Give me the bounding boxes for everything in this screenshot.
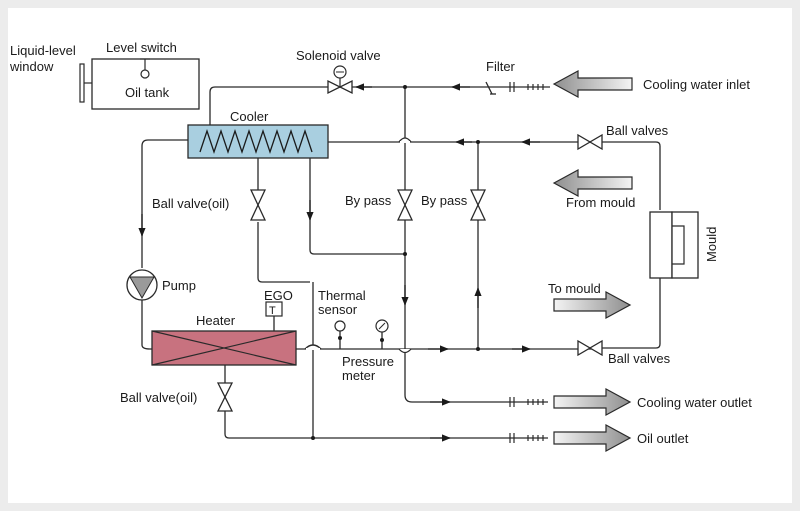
- thermal-sensor-label-2: sensor: [318, 302, 358, 317]
- ball-valve-oil-lower-label: Ball valve(oil): [120, 390, 197, 405]
- by-pass-left-label: By pass: [345, 193, 392, 208]
- oil-outlet-arrow: [553, 423, 632, 453]
- cooling-water-inlet-label: Cooling water inlet: [643, 77, 750, 92]
- pump-label: Pump: [162, 278, 196, 293]
- cooling-water-outlet-arrow: [553, 387, 632, 417]
- ball-valve-oil-lower-icon: [216, 382, 234, 412]
- cooling-water-outlet-label: Cooling water outlet: [637, 395, 752, 410]
- to-mould-arrow: [553, 290, 632, 320]
- pressure-meter-label-2: meter: [342, 368, 376, 383]
- pipe-crossings: [304, 137, 412, 354]
- filter-label: Filter: [486, 59, 516, 74]
- pressure-meter-icon: [375, 319, 389, 342]
- oil-outlet-label: Oil outlet: [637, 431, 689, 446]
- ego-box-label: T: [269, 305, 276, 317]
- thermal-sensor-icon: [334, 320, 346, 340]
- mould: [649, 211, 699, 279]
- pipe-joints: [311, 85, 480, 440]
- from-mould-label: From mould: [566, 195, 635, 210]
- ego-label: EGO: [264, 288, 293, 303]
- ball-valves-bottom-label: Ball valves: [608, 351, 671, 366]
- by-pass-right-label: By pass: [421, 193, 468, 208]
- bypass-valve-left-icon: [396, 189, 414, 221]
- to-mould-label: To mould: [548, 281, 601, 296]
- filter-icon: [485, 81, 496, 95]
- flow-arrows: [138, 83, 540, 442]
- mould-label: Mould: [704, 227, 719, 262]
- ball-valves-top-label: Ball valves: [606, 123, 669, 138]
- ball-valve-oil-upper-icon: [249, 189, 267, 221]
- oil-tank: [79, 58, 200, 110]
- cooler: [187, 124, 329, 159]
- liquid-level-window-label-2: window: [9, 59, 54, 74]
- pump-icon: [126, 269, 158, 301]
- ball-valve-top-icon: [577, 133, 603, 151]
- ball-valve-oil-upper-label: Ball valve(oil): [152, 196, 229, 211]
- heater: [151, 301, 297, 366]
- solenoid-valve-label: Solenoid valve: [296, 48, 381, 63]
- oil-tank-label: Oil tank: [125, 85, 170, 100]
- from-mould-arrow: [552, 168, 633, 198]
- thermal-sensor-label-1: Thermal: [318, 288, 366, 303]
- bypass-valve-right-icon: [469, 189, 487, 221]
- cooler-label: Cooler: [230, 109, 269, 124]
- ball-valve-bottom-icon: [577, 339, 603, 357]
- level-switch-label: Level switch: [106, 40, 177, 55]
- solenoid-valve-icon: [327, 65, 353, 95]
- heater-label: Heater: [196, 313, 236, 328]
- couplings: [500, 82, 548, 443]
- liquid-level-window-label-1: Liquid-level: [10, 43, 76, 58]
- cooling-water-inlet-arrow: [552, 69, 633, 99]
- pressure-meter-label-1: Pressure: [342, 354, 394, 369]
